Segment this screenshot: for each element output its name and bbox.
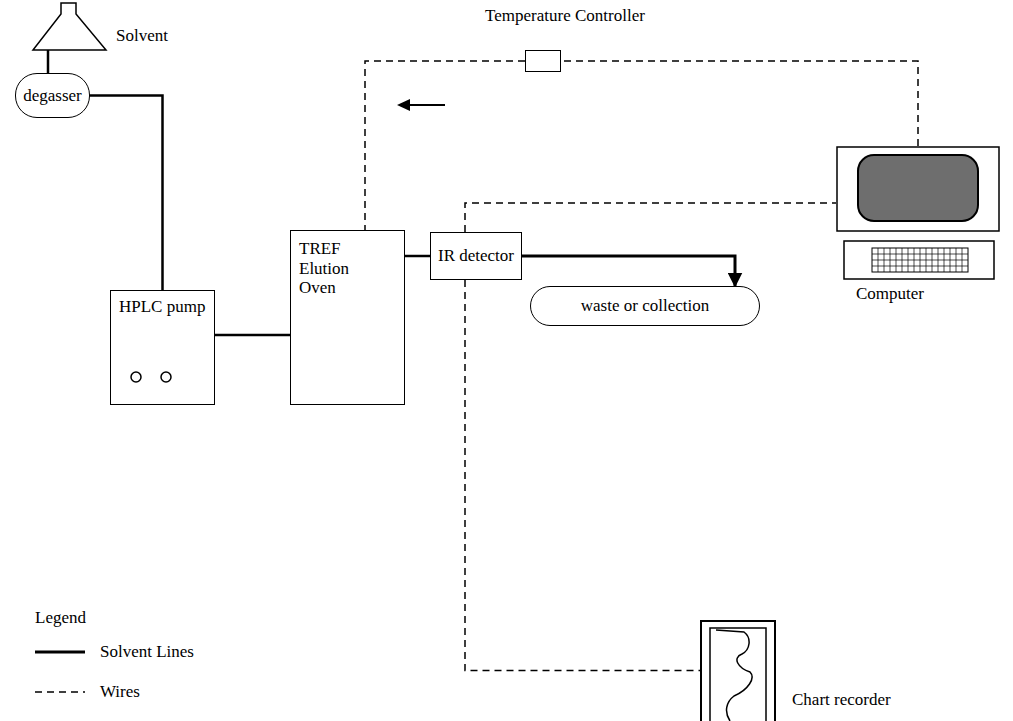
- monitor-symbol: [836, 146, 1000, 234]
- signal-wire: [465, 203, 836, 232]
- solvent-line: [47, 50, 50, 73]
- pump-box: HPLC pump: [110, 290, 215, 405]
- solvent-line: [90, 96, 163, 291]
- waste-box: waste or collection: [530, 286, 760, 326]
- computer-node: Computer: [836, 146, 1006, 304]
- recorder-symbol: [700, 620, 776, 721]
- signal-wire: [561, 61, 918, 146]
- legend-entry: Solvent Lines: [100, 642, 194, 662]
- legend-solid-sample: [35, 651, 85, 654]
- controller-unit: [525, 50, 561, 72]
- direction-arrow: [405, 104, 445, 106]
- node-label: waste or collection: [581, 296, 709, 316]
- solvent-line: [522, 256, 735, 286]
- keyboard-symbol: [836, 240, 1006, 282]
- signal-wire: [365, 61, 525, 230]
- oven-box: TREF Elution Oven: [290, 230, 405, 405]
- node-label: Solvent: [116, 26, 168, 46]
- legend-heading: Legend: [35, 608, 86, 628]
- node-label: Temperature Controller: [455, 6, 675, 26]
- node-label: degasser: [23, 86, 82, 106]
- solvent-line: [405, 255, 430, 258]
- controller-box: Temperature Controller: [455, 6, 675, 74]
- flask-outline: [28, 2, 108, 52]
- detector-box: IR detector: [430, 232, 522, 280]
- solvent-flask: Solvent: [28, 2, 188, 54]
- chart-recorder-node: Chart recorder: [700, 560, 905, 721]
- direction-arrowhead: [397, 99, 410, 111]
- legend-entry: Wires: [100, 682, 140, 702]
- signal-wire: [465, 280, 700, 671]
- node-label: Chart recorder: [792, 690, 891, 710]
- flask-shape: [33, 3, 106, 50]
- legend-dashed-sample: [35, 691, 85, 693]
- node-label: Computer: [856, 284, 924, 304]
- node-label: HPLC pump: [119, 297, 214, 317]
- solvent-line: [215, 334, 290, 337]
- node-label: TREF Elution Oven: [299, 239, 361, 298]
- degasser-box: degasser: [15, 73, 90, 118]
- node-label: IR detector: [438, 246, 514, 266]
